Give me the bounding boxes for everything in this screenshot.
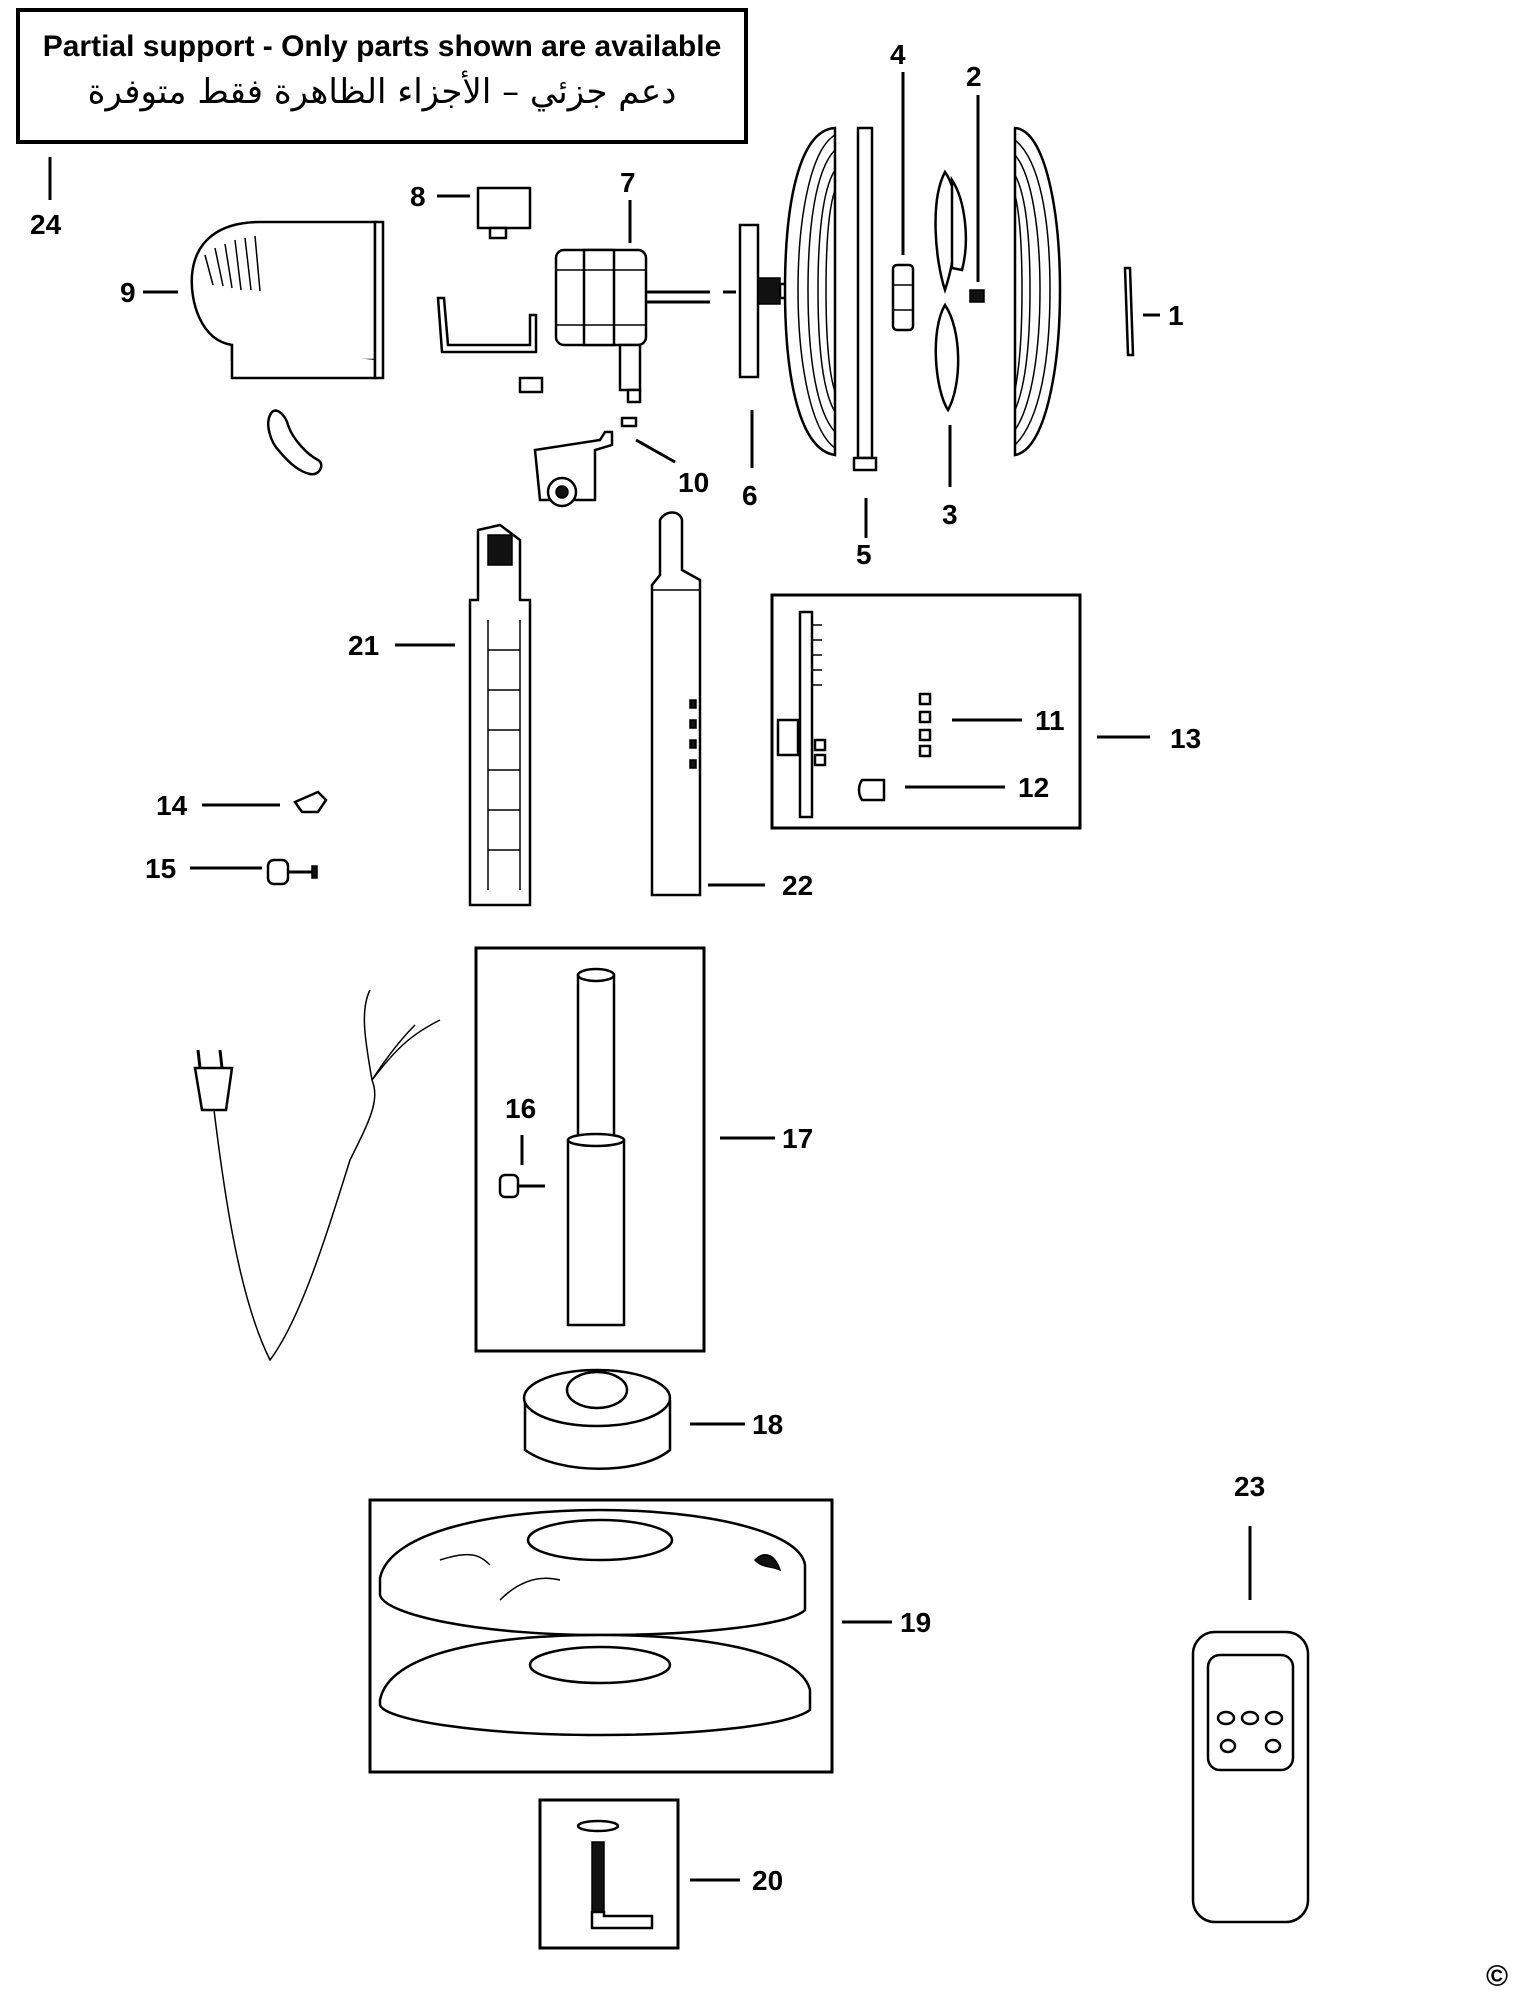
part-19-label: 19 — [900, 1607, 931, 1638]
part-17-label: 17 — [782, 1123, 813, 1154]
part-1-front-badge[interactable]: 1 — [1123, 266, 1184, 357]
part-11-switch-buttons[interactable]: 11 — [918, 692, 1065, 758]
notice-arabic-text: دعم جزئي – الأجزاء الظاهرة فقط متوفرة — [87, 72, 677, 112]
part-3-fan-blade[interactable]: 3 — [934, 169, 968, 530]
part-21-label: 21 — [348, 630, 379, 661]
part-8-capacitor[interactable]: 8 — [410, 181, 532, 240]
part-12-indicator-lens[interactable]: 12 — [857, 772, 1049, 803]
part-10-label: 10 — [678, 467, 709, 498]
part-6-label: 6 — [742, 480, 758, 511]
part-10-oscillation-gear[interactable]: 10 — [533, 416, 709, 508]
part-24-callout: 24 — [30, 157, 62, 240]
part-15-knob-screw[interactable]: 15 — [145, 853, 318, 886]
part-19-base-plates[interactable]: 19 — [368, 1498, 931, 1774]
power-cord[interactable] — [193, 989, 441, 1362]
part-24-label: 24 — [30, 209, 62, 240]
copyright-symbol: © — [1486, 1960, 1509, 1993]
part-4-blade-nut[interactable]: 4 — [890, 39, 915, 332]
part-20-label: 20 — [752, 1865, 783, 1896]
part-5-label: 5 — [856, 539, 872, 570]
part-9-label: 9 — [120, 277, 136, 308]
part-2-label: 2 — [966, 61, 982, 92]
part-16-label: 16 — [505, 1093, 536, 1124]
availability-notice-box: Partial support - Only parts shown are a… — [16, 8, 748, 144]
part-9-rear-housing[interactable]: 9 — [120, 220, 385, 380]
part-16-height-knob[interactable]: 16 — [498, 1093, 545, 1199]
part-7-label: 7 — [620, 167, 636, 198]
part-21-rear-column[interactable]: 21 — [348, 523, 532, 907]
part-13-pcb-kit[interactable]: 13 — [770, 593, 1201, 830]
small-clip[interactable] — [518, 376, 544, 394]
part-23-label: 23 — [1234, 1471, 1265, 1502]
part-18-label: 18 — [752, 1409, 783, 1440]
part-5-grille-rod[interactable]: 5 — [852, 126, 878, 570]
notice-english-text: Partial support - Only parts shown are a… — [42, 30, 722, 63]
part-4-label: 4 — [890, 39, 906, 70]
part-11-label: 11 — [1035, 705, 1065, 736]
part-23-remote-control[interactable]: 23 — [1191, 1471, 1310, 1924]
part-6-grille-mount[interactable]: 6 — [723, 223, 790, 511]
front-grille[interactable] — [1013, 126, 1062, 457]
motor-bracket[interactable] — [436, 296, 538, 354]
part-13-label: 13 — [1170, 723, 1201, 754]
rear-grille[interactable] — [783, 126, 837, 457]
part-2-blade-screw[interactable]: 2 — [966, 61, 985, 303]
part-3-label: 3 — [942, 499, 958, 530]
part-15-label: 15 — [145, 853, 176, 884]
part-22-front-column[interactable]: 22 — [650, 511, 813, 902]
part-12-label: 12 — [1018, 772, 1049, 803]
part-20-base-bolt[interactable]: 20 — [538, 1798, 783, 1950]
part-14-label: 14 — [156, 790, 188, 821]
cord-clamp[interactable] — [267, 409, 323, 476]
part-14-clip[interactable]: 14 — [156, 790, 328, 821]
part-7-motor[interactable]: 7 — [554, 167, 710, 404]
part-18-base-cover[interactable]: 18 — [522, 1368, 783, 1470]
part-22-label: 22 — [782, 870, 813, 901]
part-8-label: 8 — [410, 181, 426, 212]
part-1-label: 1 — [1168, 300, 1184, 331]
part-17-telescopic-pole[interactable]: 17 — [474, 946, 813, 1353]
